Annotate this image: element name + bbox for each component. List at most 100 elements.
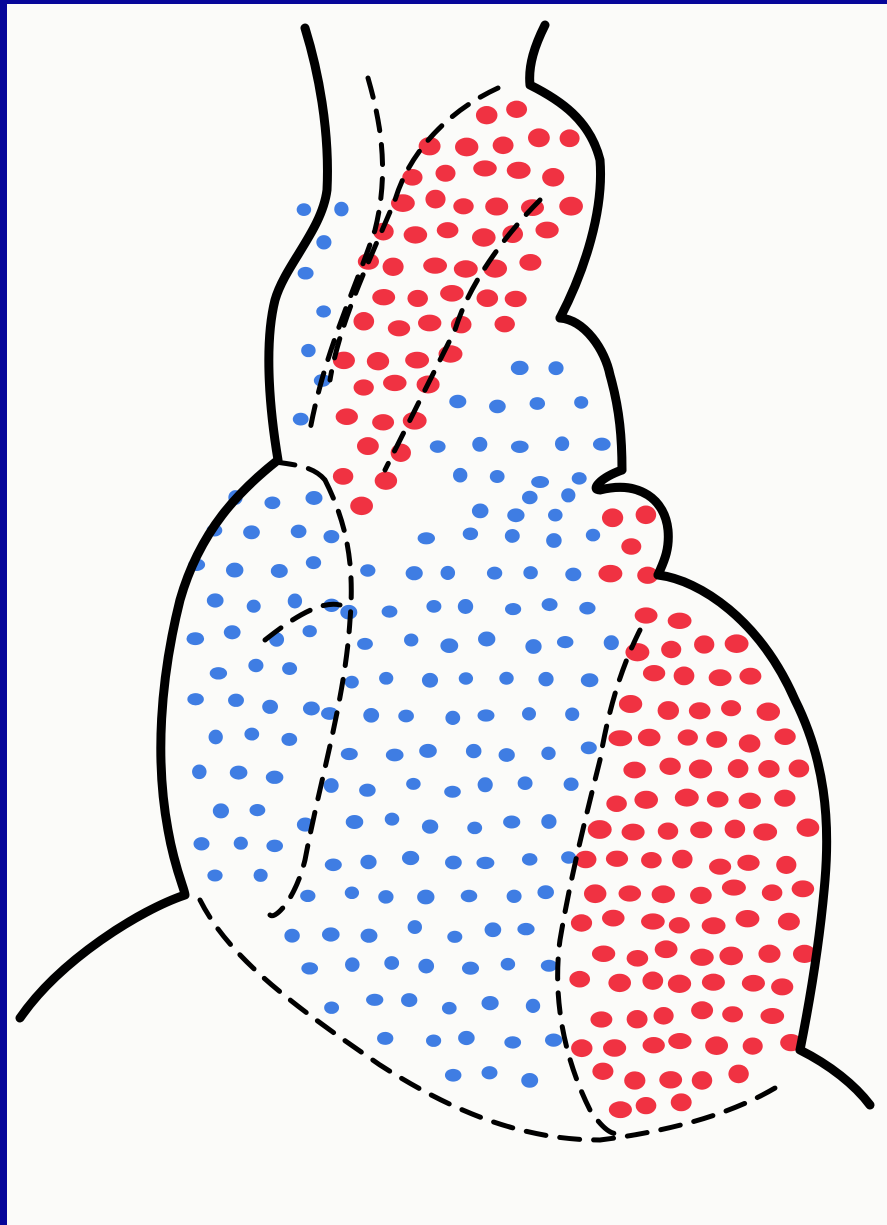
oxygenated-dot bbox=[425, 190, 445, 209]
deoxygenated-dot bbox=[447, 931, 462, 943]
oxygenated-dot bbox=[590, 1011, 612, 1027]
deoxygenated-dot bbox=[406, 778, 421, 790]
deoxygenated-dot bbox=[445, 1069, 461, 1082]
deoxygenated-dot bbox=[341, 748, 358, 760]
deoxygenated-dot bbox=[300, 890, 315, 902]
deoxygenated-dot bbox=[501, 958, 515, 971]
oxygenated-dot bbox=[634, 791, 658, 809]
deoxygenated-dot bbox=[247, 600, 261, 613]
deoxygenated-dot bbox=[523, 566, 537, 579]
oxygenated-dot bbox=[655, 940, 678, 958]
deoxygenated-dot bbox=[499, 748, 515, 762]
oxygenated-dot bbox=[743, 1038, 763, 1055]
oxygenated-dot bbox=[706, 731, 727, 748]
deoxygenated-dot bbox=[499, 672, 513, 685]
deoxygenated-dot bbox=[442, 1002, 457, 1015]
oxygenated-dot bbox=[609, 1101, 632, 1118]
deoxygenated-dot bbox=[546, 533, 562, 548]
deoxygenated-dot bbox=[430, 440, 446, 453]
deoxygenated-dot bbox=[593, 438, 611, 451]
oxygenated-dot bbox=[606, 851, 628, 867]
deoxygenated-dot bbox=[209, 730, 223, 745]
oxygenated-dot bbox=[789, 759, 810, 777]
deoxygenated-dot bbox=[264, 496, 280, 509]
deoxygenated-dot bbox=[548, 361, 563, 375]
oxygenated-dot bbox=[728, 1065, 748, 1084]
deoxygenated-dot bbox=[316, 235, 331, 249]
boundary-ra-junction bbox=[275, 462, 325, 480]
deoxygenated-dot bbox=[363, 708, 379, 723]
deoxygenated-dot bbox=[531, 476, 549, 488]
deoxygenated-dot bbox=[440, 638, 458, 653]
oxygenated-dot bbox=[353, 312, 374, 330]
deoxygenated-dot bbox=[402, 851, 419, 865]
deoxygenated-dot bbox=[511, 361, 529, 375]
oxygenated-dot bbox=[560, 129, 580, 147]
deoxygenated-dot bbox=[461, 890, 478, 902]
deoxygenated-dot bbox=[526, 999, 540, 1013]
oxygenated-dot bbox=[608, 974, 631, 992]
oxygenated-dot bbox=[675, 789, 699, 807]
deoxygenated-dot bbox=[301, 344, 315, 357]
oxygenated-dot bbox=[774, 790, 795, 807]
oxygenated-dot bbox=[776, 856, 796, 874]
oxygenated-dot bbox=[383, 258, 404, 276]
oxygenated-dot bbox=[437, 222, 459, 238]
deoxygenated-dot bbox=[266, 771, 284, 784]
oxygenated-dot bbox=[692, 1071, 712, 1090]
oxygenated-dot bbox=[690, 949, 713, 966]
deoxygenated-dot bbox=[449, 395, 466, 408]
deoxygenated-dot bbox=[422, 673, 438, 688]
oxygenated-dot bbox=[689, 760, 712, 779]
deoxygenated-dot bbox=[288, 594, 302, 609]
oxygenated-dot bbox=[642, 972, 663, 990]
oxygenated-dot bbox=[728, 759, 749, 778]
oxygenated-dot bbox=[333, 468, 353, 485]
deoxygenated-dot bbox=[266, 840, 283, 852]
deoxygenated-dot bbox=[472, 437, 487, 452]
deoxygenated-dot bbox=[345, 676, 359, 689]
deoxygenated-dot bbox=[418, 532, 435, 544]
deoxygenated-dot bbox=[291, 525, 307, 538]
deoxygenated-dot bbox=[538, 672, 553, 686]
deoxygenated-dot bbox=[316, 305, 331, 317]
oxygenated-dot bbox=[405, 352, 429, 369]
oxygenated-dot bbox=[454, 260, 478, 277]
deoxygenated-dot bbox=[565, 707, 579, 720]
deoxygenated-dot bbox=[572, 472, 587, 484]
oxygenated-dot bbox=[505, 291, 527, 307]
deoxygenated-dot bbox=[445, 711, 460, 725]
deoxygenated-dot bbox=[522, 707, 536, 720]
oxygenated-dot bbox=[658, 701, 679, 720]
oxygenated-dot bbox=[659, 1071, 682, 1088]
heart-outline bbox=[20, 25, 870, 1105]
right-ventricle-region bbox=[284, 488, 619, 1088]
oxygenated-dot bbox=[753, 823, 777, 840]
oxygenated-dot bbox=[592, 945, 615, 961]
deoxygenated-dot bbox=[504, 1036, 521, 1048]
oxygenated-dot bbox=[758, 945, 780, 963]
deoxygenated-dot bbox=[481, 996, 498, 1010]
deoxygenated-dot bbox=[505, 529, 520, 543]
oxygenated-dot bbox=[689, 702, 711, 719]
oxygenated-dot bbox=[423, 257, 447, 273]
oxygenated-dot bbox=[404, 226, 428, 243]
deoxygenated-dot bbox=[243, 525, 260, 539]
outline-aortic-root bbox=[530, 25, 601, 318]
deoxygenated-dot bbox=[505, 603, 521, 615]
deoxygenated-dot bbox=[382, 605, 398, 617]
oxygenated-dot bbox=[774, 728, 795, 745]
oxygenated-dot bbox=[588, 820, 612, 839]
oxygenated-dot bbox=[674, 667, 695, 686]
oxygenated-dot bbox=[571, 914, 592, 931]
oxygenated-dot bbox=[725, 634, 749, 653]
oxygenated-dot bbox=[797, 819, 820, 837]
oxygenated-dot bbox=[542, 168, 564, 187]
deoxygenated-dot bbox=[193, 837, 209, 850]
deoxygenated-dot bbox=[213, 803, 229, 818]
deoxygenated-dot bbox=[244, 728, 259, 741]
oxygenated-dot bbox=[507, 162, 531, 179]
deoxygenated-dot bbox=[557, 636, 573, 648]
oxygenated-dot bbox=[669, 917, 690, 933]
